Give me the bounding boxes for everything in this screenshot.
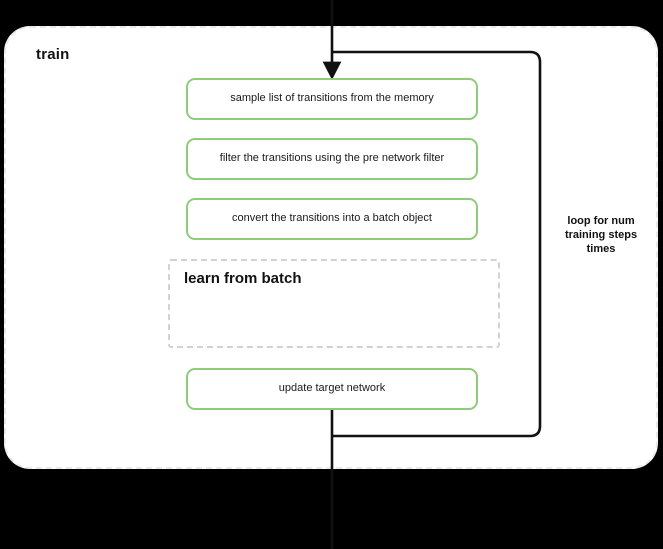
step-convert-batch-label: convert the transitions into a batch obj… bbox=[232, 212, 432, 225]
loop-caption: loop for num training steps times bbox=[545, 214, 657, 256]
subgroup-learn-from-batch[interactable]: learn from batch bbox=[168, 259, 500, 348]
step-update-target-network-label: update target network bbox=[278, 382, 386, 395]
loop-caption-line-2: training steps bbox=[564, 229, 638, 242]
loop-caption-line-3: times bbox=[586, 243, 616, 256]
step-update-target-network[interactable]: update target network bbox=[186, 368, 478, 410]
step-filter-transitions-label: filter the transitions using the pre net… bbox=[219, 152, 445, 165]
step-sample-transitions[interactable]: sample list of transitions from the memo… bbox=[186, 78, 478, 120]
subgroup-learn-from-batch-label: learn from batch bbox=[184, 270, 302, 287]
loop-caption-line-1: loop for num bbox=[567, 215, 635, 227]
step-convert-batch[interactable]: convert the transitions into a batch obj… bbox=[186, 198, 478, 240]
step-sample-transitions-label: sample list of transitions from the memo… bbox=[230, 92, 434, 105]
step-filter-transitions[interactable]: filter the transitions using the pre net… bbox=[186, 138, 478, 180]
train-block-label: train bbox=[36, 46, 70, 63]
